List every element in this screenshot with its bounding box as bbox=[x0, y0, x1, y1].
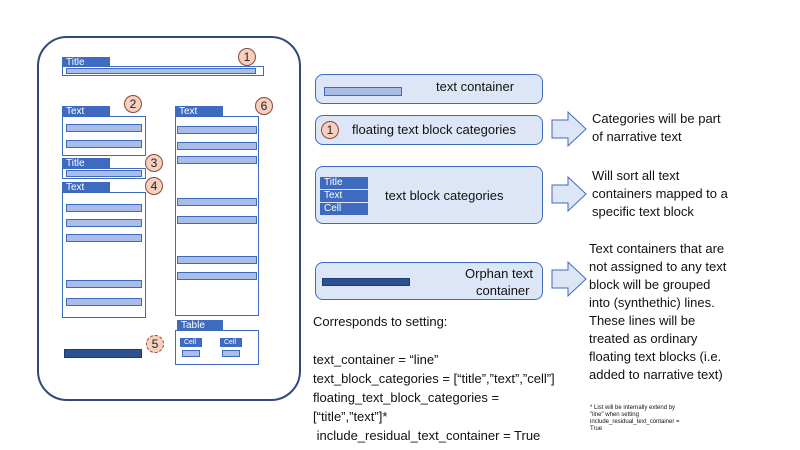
arrow-right-icon bbox=[551, 260, 587, 298]
badge-6: 6 bbox=[255, 97, 273, 115]
text-container-sample bbox=[324, 87, 402, 96]
badge-4: 4 bbox=[145, 177, 163, 195]
text-line bbox=[66, 124, 142, 132]
desc-line: block will be grouped bbox=[589, 277, 711, 292]
setting-line: floating_text_block_categories = bbox=[313, 390, 500, 405]
footnote-line: * List will be internally extend by bbox=[590, 405, 676, 411]
legend-tag-title: Title bbox=[320, 177, 368, 189]
desc-line: These lines will be bbox=[589, 313, 696, 328]
desc-line: floating text blocks (i.e. bbox=[589, 349, 722, 364]
setting-line: include_residual_text_container = True bbox=[313, 428, 541, 443]
text-tag-right: Text bbox=[175, 106, 223, 117]
orphan-sample-line bbox=[322, 278, 410, 286]
description-block-categories: Will sort all text containers mapped to … bbox=[592, 167, 728, 221]
setting-line: text_container = “line” bbox=[313, 352, 439, 367]
text-line bbox=[66, 140, 142, 148]
text-line bbox=[66, 298, 142, 306]
text-line bbox=[177, 142, 257, 150]
desc-line: Will sort all text bbox=[592, 168, 680, 183]
text-line bbox=[66, 280, 142, 288]
legend-text-container-label: text container bbox=[436, 79, 515, 94]
settings-heading: Corresponds to setting: bbox=[313, 314, 448, 329]
text-line bbox=[177, 272, 257, 280]
text-block-left bbox=[62, 116, 146, 156]
legend-orphan-label-2: container bbox=[476, 283, 530, 298]
desc-line: specific text block bbox=[592, 204, 694, 219]
badge-5: 5 bbox=[146, 335, 164, 353]
text-tag-left: Text bbox=[62, 106, 110, 117]
text-line bbox=[177, 156, 257, 164]
title-line bbox=[66, 68, 256, 74]
legend-badge-1: 1 bbox=[321, 121, 339, 139]
desc-line: added to narrative text) bbox=[589, 367, 723, 382]
description-orphan: Text containers that are not assigned to… bbox=[589, 240, 726, 384]
cell-line-1 bbox=[182, 350, 200, 357]
cell-tag-1: Cell bbox=[180, 338, 202, 347]
text-line bbox=[66, 204, 142, 212]
text-block-left-2 bbox=[62, 192, 146, 318]
text-line bbox=[177, 126, 257, 134]
legend-block-label: text block categories bbox=[385, 188, 504, 203]
footnote-line: include_residual_text_container = bbox=[590, 419, 680, 425]
text-line bbox=[66, 219, 142, 227]
footnote-line: "line" when setting bbox=[590, 412, 639, 418]
description-floating: Categories will be part of narrative tex… bbox=[592, 110, 721, 146]
desc-line: treated as ordinary bbox=[589, 331, 698, 346]
legend-floating-categories bbox=[315, 115, 543, 145]
title-tag: Title bbox=[62, 57, 110, 68]
badge-2: 2 bbox=[124, 95, 142, 113]
desc-line: Text containers that are bbox=[589, 241, 725, 256]
settings-block: text_container = “line” text_block_categ… bbox=[313, 350, 555, 445]
cell-tag-2: Cell bbox=[220, 338, 242, 347]
footnote-line: True bbox=[590, 426, 603, 432]
setting-line: text_block_categories = [“title”,”text”,… bbox=[313, 371, 555, 386]
setting-line: [“title”,”text”]* bbox=[313, 409, 388, 424]
legend-tag-cell: Cell bbox=[320, 203, 368, 215]
title-tag-small: Title bbox=[62, 158, 110, 169]
text-line bbox=[177, 256, 257, 264]
footnote: * List will be internally extend by "lin… bbox=[590, 405, 680, 433]
title-line-small bbox=[66, 170, 142, 177]
text-tag-left-2: Text bbox=[62, 182, 110, 193]
legend-tag-text: Text bbox=[320, 190, 368, 202]
cell-line-2 bbox=[222, 350, 240, 357]
text-line bbox=[66, 234, 142, 242]
table-tag: Table bbox=[177, 320, 223, 331]
desc-line: of narrative text bbox=[592, 129, 682, 144]
desc-line: not assigned to any text bbox=[589, 259, 727, 274]
badge-1: 1 bbox=[238, 48, 256, 66]
orphan-line bbox=[64, 349, 142, 358]
desc-line: Categories will be part bbox=[592, 111, 721, 126]
desc-line: into (synthethic) lines. bbox=[589, 295, 715, 310]
table-block bbox=[175, 330, 259, 365]
page-layout-mock bbox=[37, 36, 301, 401]
legend-floating-label: floating text block categories bbox=[352, 122, 517, 137]
text-line bbox=[177, 216, 257, 224]
arrow-right-icon bbox=[551, 110, 587, 148]
arrow-right-icon bbox=[551, 175, 587, 213]
badge-3: 3 bbox=[145, 154, 163, 172]
legend-orphan-label-1: Orphan text bbox=[465, 266, 533, 281]
text-line bbox=[177, 198, 257, 206]
desc-line: containers mapped to a bbox=[592, 186, 728, 201]
